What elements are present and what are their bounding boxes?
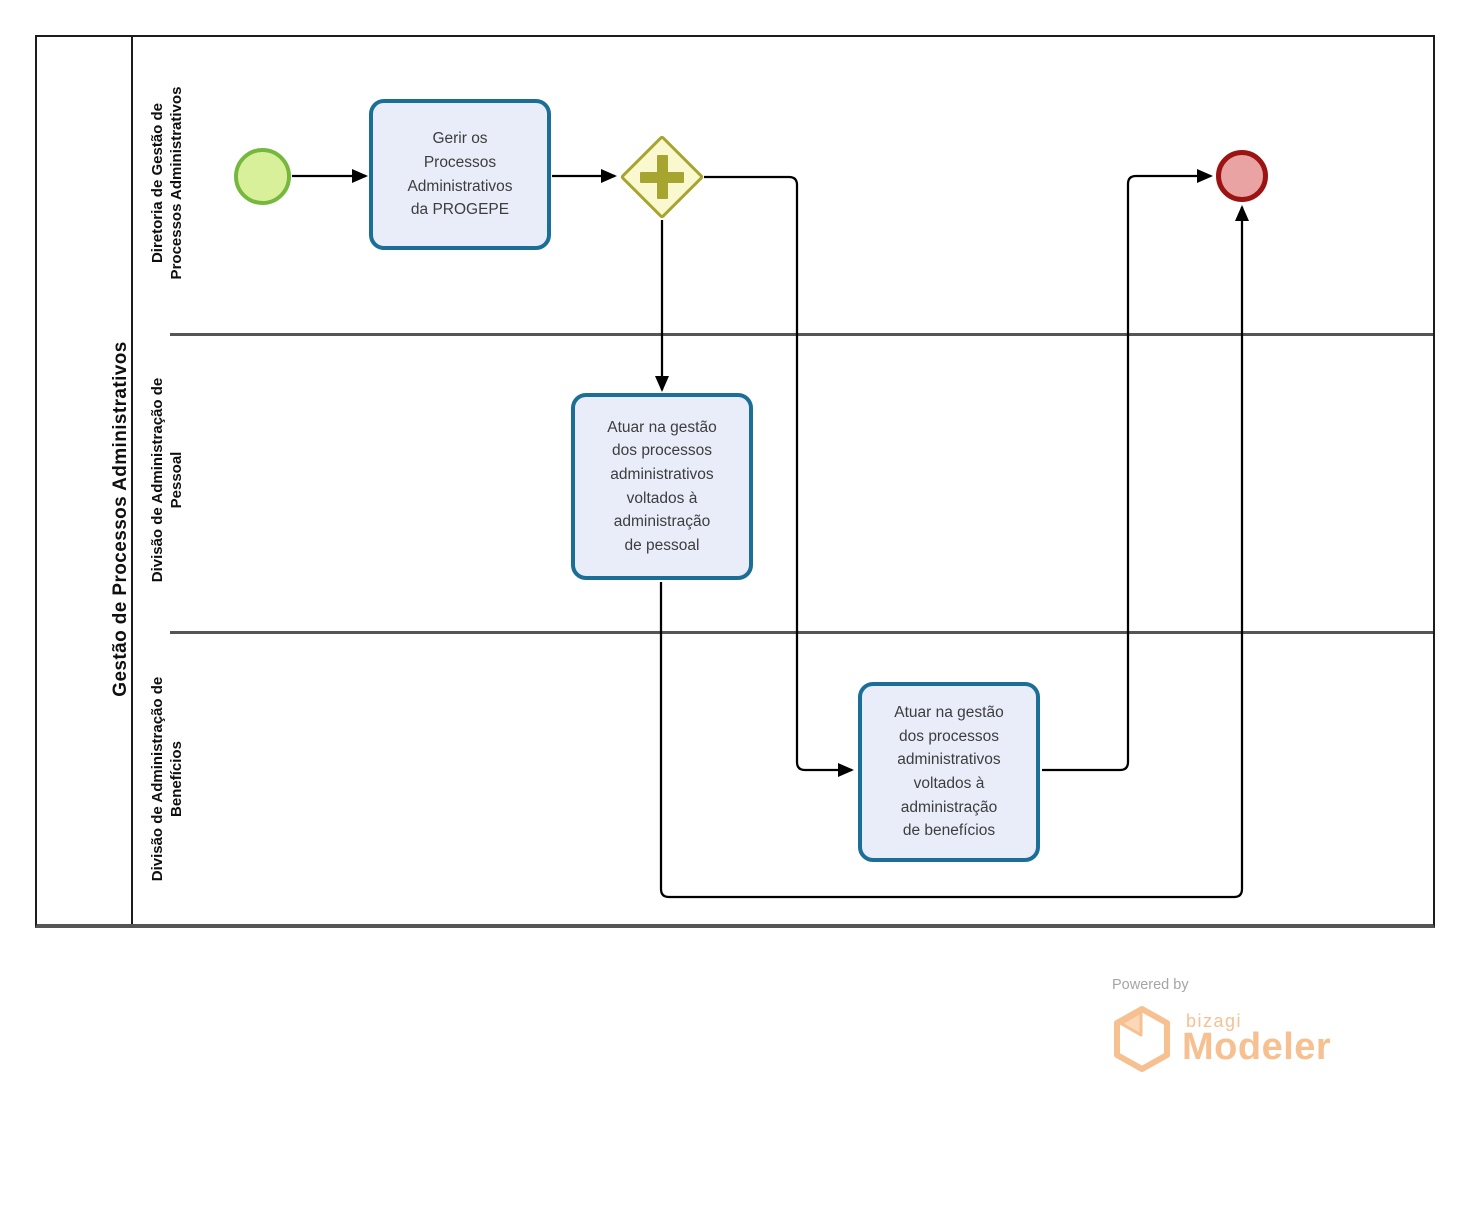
powered-by-label: Powered by [1112,977,1189,993]
end-event [1216,150,1268,202]
lane-label-divisao-pessoal: Divisão de Administração de Pessoal [148,377,186,583]
task-atuar-beneficios: Atuar na gestão dos processos administra… [858,682,1040,862]
bizagi-logo-icon [1114,1006,1170,1072]
gateway-plus-icon [656,155,668,199]
modeler-product-label: Modeler [1182,1026,1332,1068]
pool-header: Gestão de Processos Administrativos [37,37,133,924]
lane-divisao-beneficios [170,631,1433,930]
bizagi-brand-label: bizagi [1186,1011,1243,1031]
lane-divisao-pessoal [170,333,1433,631]
lane-label-divisao-beneficios: Divisão de Administração de Benefícios [148,676,186,882]
task-atuar-pessoal: Atuar na gestão dos processos administra… [571,393,753,580]
lane-label-diretoria: Diretoria de Gestão de Processos Adminis… [148,86,186,280]
task-gerir-processos: Gerir os Processos Administrativos da PR… [369,99,551,250]
pool-title: Gestão de Processos Administrativos [110,341,131,697]
start-event [234,148,291,205]
